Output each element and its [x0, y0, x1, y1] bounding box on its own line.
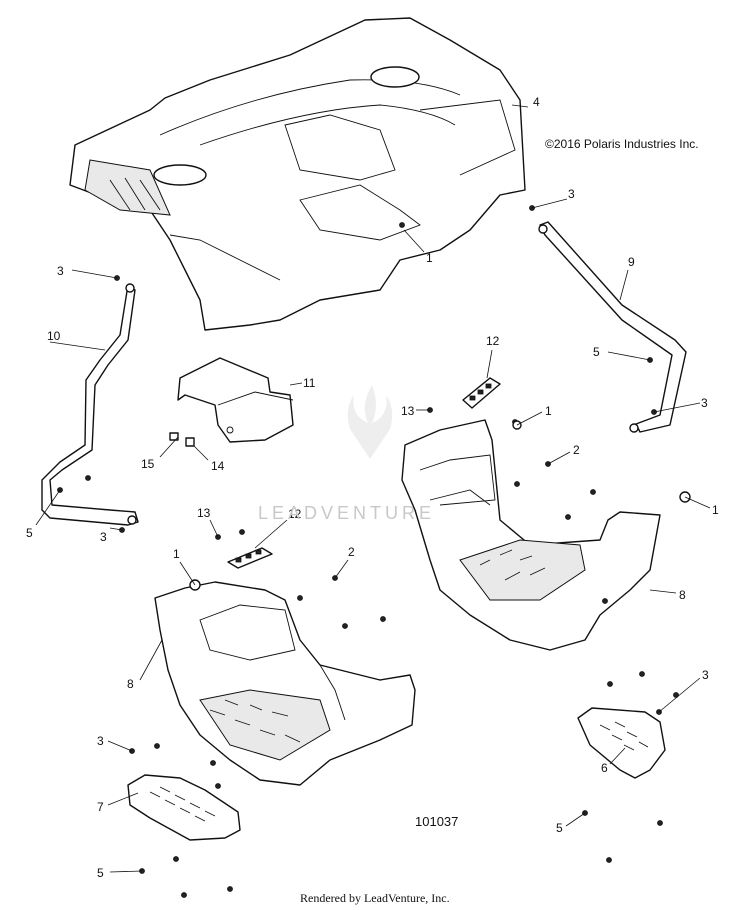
left-footwell	[154, 581, 416, 786]
callout-5-right-lower: 5	[556, 821, 563, 835]
heat-shield	[177, 357, 294, 443]
callout-11: 11	[303, 376, 316, 390]
callout-6: 6	[601, 761, 608, 775]
callout-13-lower: 13	[197, 506, 211, 520]
left-brace	[41, 283, 139, 526]
callout-12-upper: 12	[486, 334, 500, 348]
callout-3-left-lower: 3	[97, 734, 104, 748]
rubber-strip-lower	[227, 547, 273, 569]
watermark-text: LEADVENTURE	[258, 503, 436, 523]
callout-5-left-lower: 5	[97, 866, 104, 880]
callout-3-right-brace: 3	[701, 396, 708, 410]
callout-1-rack: 1	[426, 251, 433, 265]
callout-3-right-lower: 3	[702, 668, 709, 682]
hardware-14-15	[169, 432, 195, 447]
leader-lines	[35, 104, 711, 873]
watermark-logo	[347, 385, 393, 459]
diagram-number: 101037	[415, 814, 459, 829]
rubber-strip-upper	[462, 377, 501, 409]
callout-13-upper: 13	[401, 404, 415, 418]
rear-fender-rack	[69, 17, 526, 331]
callout-3-left-top: 3	[57, 264, 64, 278]
callout-9: 9	[628, 255, 635, 269]
callout-7: 7	[97, 800, 104, 814]
callout-8-left: 8	[127, 677, 134, 691]
right-footrest	[577, 707, 666, 779]
callout-2-lower: 2	[348, 545, 355, 559]
callout-1-right: 1	[712, 503, 719, 517]
left-footrest	[127, 774, 241, 841]
right-footwell	[401, 419, 661, 651]
callout-3-left-brace: 3	[100, 530, 107, 544]
callout-labels: 4 1 3 3 9 10 5 3 11 12 13 1 2 1 15 14 5 …	[26, 95, 719, 880]
callout-1-lower: 1	[173, 547, 180, 561]
callout-5-left-brace: 5	[26, 526, 33, 540]
callout-4: 4	[533, 95, 540, 109]
callout-8-right: 8	[679, 588, 686, 602]
callout-5-right-brace: 5	[593, 345, 600, 359]
copyright-text: ©2016 Polaris Industries Inc.	[545, 137, 699, 151]
callout-12-lower: 12	[288, 507, 302, 521]
rendered-by-text: Rendered by LeadVenture, Inc.	[300, 891, 450, 905]
callout-15: 15	[141, 457, 155, 471]
callout-14: 14	[211, 459, 225, 473]
callout-3-right-top: 3	[568, 187, 575, 201]
callout-2-upper: 2	[573, 443, 580, 457]
callout-1-upper: 1	[545, 404, 552, 418]
right-brace	[538, 221, 687, 433]
callout-10: 10	[47, 329, 61, 343]
